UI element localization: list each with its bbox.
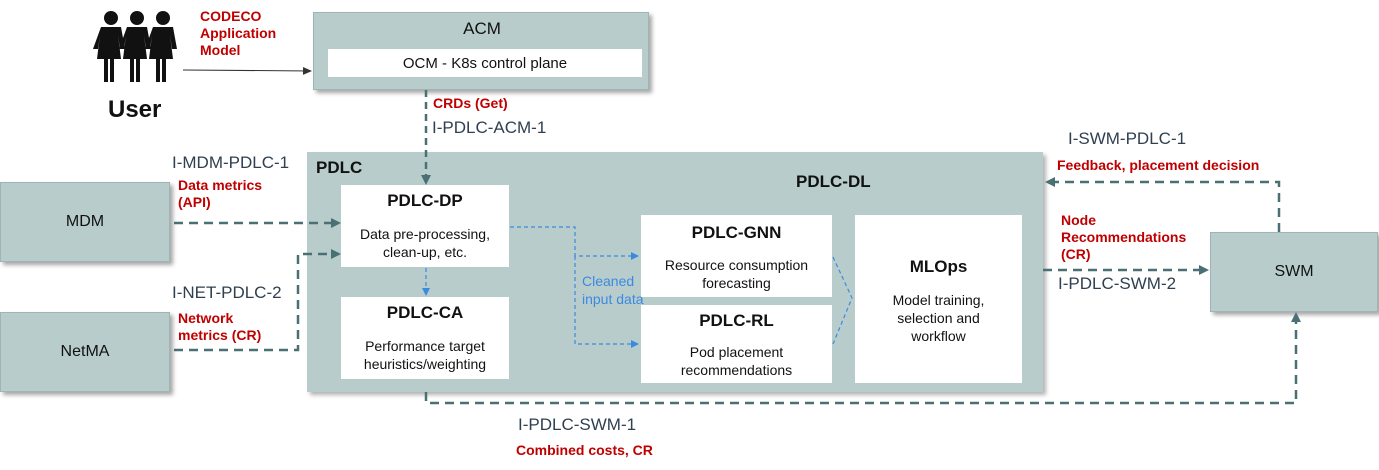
crds-get-label: CRDs (Get) <box>433 95 508 111</box>
mlops-title: MLOps <box>909 257 968 276</box>
user-label: User <box>108 96 162 123</box>
acm-box: ACM OCM - K8s control plane <box>313 12 649 90</box>
combined-costs-label: Combined costs, CR <box>516 442 653 458</box>
swm-feedback-interface-label: I-SWM-PDLC-1 <box>1068 129 1187 148</box>
feedback-placement-label: Feedback, placement decision <box>1057 157 1260 173</box>
pdlc-dp-desc: Data pre-processing,clean-up, etc. <box>360 226 490 260</box>
pdlc-gnn-title: PDLC-GNN <box>691 223 782 242</box>
pdlc-dl-title: PDLC-DL <box>796 172 871 191</box>
acm-control-plane: OCM - K8s control plane <box>328 49 642 77</box>
pdlc-rl-title: PDLC-RL <box>699 311 774 330</box>
acm-interface-label: I-PDLC-ACM-1 <box>432 118 547 137</box>
application-model-label: CODECO Application Model <box>200 8 277 58</box>
netma-interface-label: I-NET-PDLC-2 <box>172 283 282 302</box>
data-metrics-label: Data metrics(API) <box>178 177 263 210</box>
user-to-acm-arrow <box>182 66 312 75</box>
swm-recommendation-interface-label: I-PDLC-SWM-2 <box>1058 274 1177 293</box>
mdm-box: MDM <box>0 182 170 262</box>
pdlc-title: PDLC <box>316 158 363 177</box>
bottom-interface-label: I-PDLC-SWM-1 <box>518 415 637 434</box>
swm-box: SWM <box>1210 232 1378 312</box>
acm-title: ACM <box>463 19 501 38</box>
pdlc-ca-title: PDLC-CA <box>386 303 464 322</box>
pdlc-dp-box: PDLC-DP Data pre-processing,clean-up, et… <box>341 185 509 267</box>
netma-box: NetMA <box>0 312 170 392</box>
pdlc-dp-title: PDLC-DP <box>387 191 463 210</box>
mdm-interface-label: I-MDM-PDLC-1 <box>172 153 290 172</box>
